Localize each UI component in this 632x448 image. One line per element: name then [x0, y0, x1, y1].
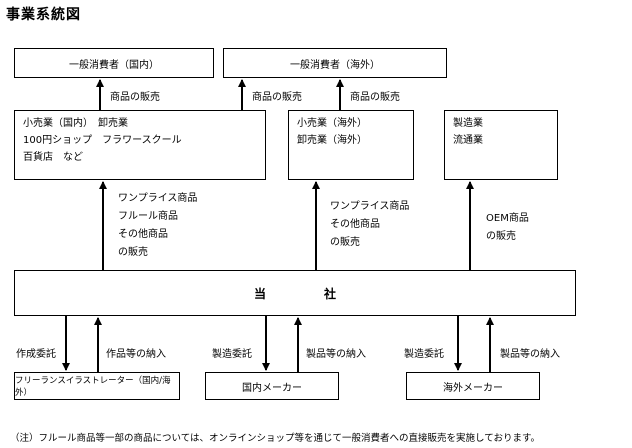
retail-overseas-line: 卸売業（海外） — [297, 135, 367, 146]
delivery-products-label-2: 製品等の納入 — [500, 349, 560, 360]
domestic-maker-box: 国内メーカー — [205, 372, 339, 400]
consumer-domestic-box: 一般消費者（国内） — [14, 48, 214, 78]
flow-oem-line: OEM商品 — [486, 213, 529, 224]
manufacturing-box: 製造業 流通業 — [444, 110, 558, 180]
flow-overseas-line: その他商品 — [330, 219, 380, 230]
manufacturing-line: 流通業 — [453, 135, 483, 146]
consumer-overseas-box: 一般消費者（海外） — [223, 48, 447, 78]
consumer-domestic-label: 一般消費者（国内） — [69, 59, 159, 71]
commission-mfg-label-1: 製造委託 — [212, 349, 252, 360]
flow-domestic-label: ワンプライス商品 フルール商品 その他商品 の販売 — [118, 190, 197, 262]
commission-creation-label: 作成委託 — [16, 349, 56, 360]
flow-oem-line: の販売 — [486, 231, 516, 242]
footnote: （注）フルール商品等一部の商品については、オンラインショップ等を通じて一般消費者… — [10, 433, 541, 444]
flow-overseas-line: の販売 — [330, 237, 360, 248]
page-title: 事業系統図 — [6, 7, 81, 23]
flow-domestic-line: の販売 — [118, 247, 148, 258]
retail-domestic-box: 小売業（国内） 卸売業 100円ショップ フラワースクール 百貨店 など — [14, 110, 266, 180]
company-box: 当 社 — [14, 270, 576, 316]
retail-domestic-line: 100円ショップ フラワースクール — [23, 135, 182, 146]
commission-mfg-label-2: 製造委託 — [404, 349, 444, 360]
flow-domestic-line: その他商品 — [118, 229, 168, 240]
domestic-maker-label: 国内メーカー — [242, 382, 302, 394]
sales-label-2: 商品の販売 — [252, 92, 302, 103]
retail-domestic-line: 小売業（国内） 卸売業 — [23, 118, 128, 129]
flow-overseas-label: ワンプライス商品 その他商品 の販売 — [330, 198, 409, 252]
flow-domestic-line: フルール商品 — [118, 211, 178, 222]
retail-overseas-box: 小売業（海外） 卸売業（海外） — [288, 110, 414, 180]
retail-overseas-line: 小売業（海外） — [297, 118, 367, 129]
flow-overseas-line: ワンプライス商品 — [330, 201, 410, 212]
sales-label-1: 商品の販売 — [110, 92, 160, 103]
company-label-char: 社 — [324, 286, 337, 301]
flow-oem-label: OEM商品 の販売 — [486, 210, 529, 246]
retail-domestic-line: 百貨店 など — [23, 152, 83, 163]
company-label-char: 当 — [253, 286, 266, 301]
sales-label-3: 商品の販売 — [350, 92, 400, 103]
delivery-works-label: 作品等の納入 — [106, 349, 166, 360]
consumer-overseas-label: 一般消費者（海外） — [290, 59, 380, 71]
delivery-products-label-1: 製品等の納入 — [306, 349, 366, 360]
overseas-maker-box: 海外メーカー — [406, 372, 540, 400]
manufacturing-line: 製造業 — [453, 118, 483, 129]
overseas-maker-label: 海外メーカー — [443, 382, 503, 394]
flow-domestic-line: ワンプライス商品 — [118, 193, 198, 204]
freelance-label: フリーランスイラストレーター（国内/海外） — [15, 376, 171, 398]
freelance-box: フリーランスイラストレーター（国内/海外） — [14, 372, 180, 400]
